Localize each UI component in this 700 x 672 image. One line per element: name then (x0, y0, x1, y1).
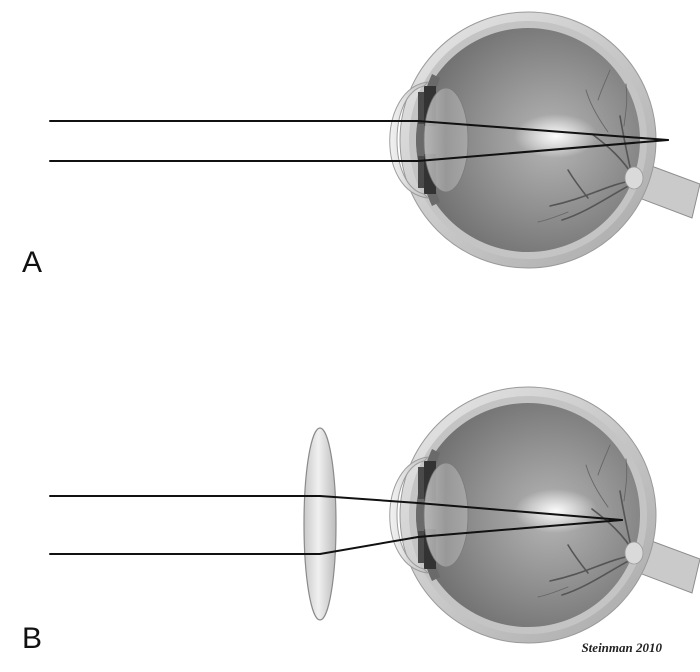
panel-a-diagram (49, 11, 700, 269)
ray-b-top (49, 495, 623, 521)
eye-cross-section-a (388, 11, 700, 269)
ray-a-top (49, 120, 669, 141)
eye-cross-section-b (388, 386, 700, 644)
panel-label-b: B (22, 622, 43, 655)
light-rays-b (49, 495, 623, 555)
artist-signature: Steinman 2010 (581, 640, 662, 655)
light-rays-a (49, 120, 669, 162)
ray-b-bottom (49, 519, 623, 555)
panel-b-diagram (49, 386, 700, 644)
panel-label-a: A (22, 246, 43, 279)
convex-lens (303, 427, 337, 621)
ray-a-bottom (49, 139, 669, 162)
